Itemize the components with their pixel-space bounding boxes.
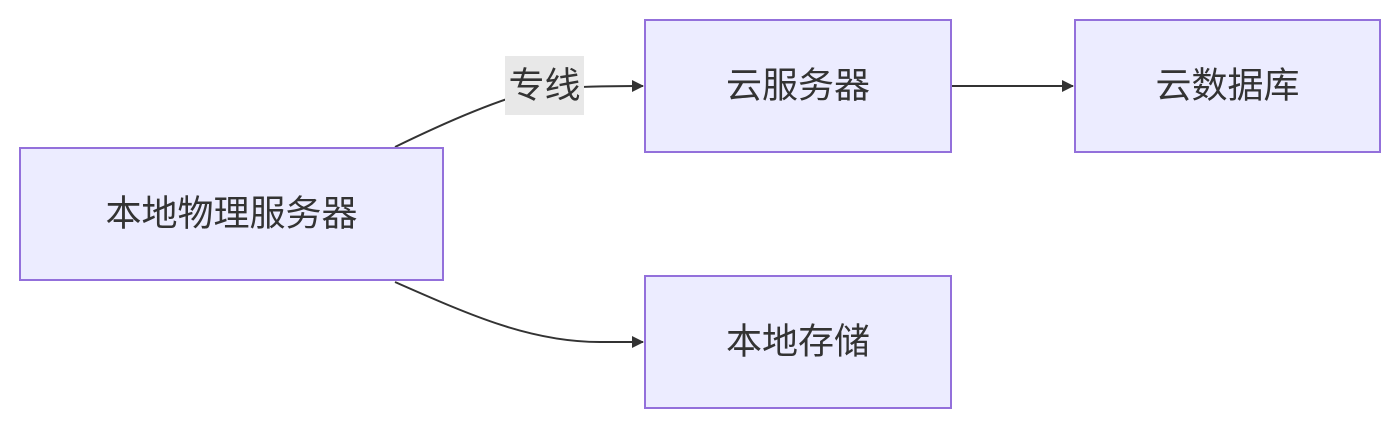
node-box xyxy=(1074,19,1381,153)
node-label: 本地存储 xyxy=(726,322,870,363)
edge-label-dedicated-line: 专线 xyxy=(505,56,584,115)
node-label: 云服务器 xyxy=(726,66,870,107)
edge-label-background xyxy=(505,56,584,115)
node-cloud-db: 云数据库 xyxy=(1074,19,1381,153)
node-box xyxy=(644,19,952,153)
node-label: 本地物理服务器 xyxy=(105,194,357,235)
node-local-storage: 本地存储 xyxy=(644,275,952,409)
edge-label-text: 专线 xyxy=(508,66,580,107)
node-box xyxy=(19,147,444,281)
node-local-server: 本地物理服务器 xyxy=(19,147,444,281)
node-cloud-server: 云服务器 xyxy=(644,19,952,153)
node-label: 云数据库 xyxy=(1155,66,1299,107)
edge-local-server-to-local-storage xyxy=(394,281,644,348)
node-box xyxy=(644,275,952,409)
